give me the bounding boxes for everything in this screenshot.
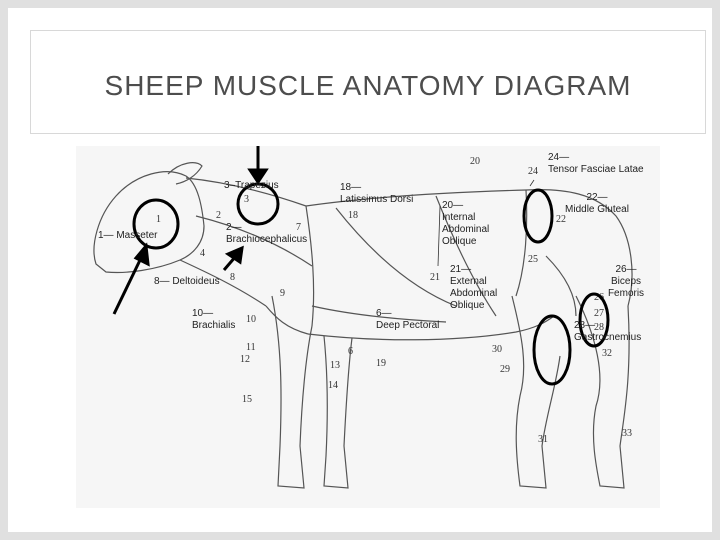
front-leg-inner	[323, 335, 353, 489]
label-trapezius: 3–Trapezius	[224, 180, 279, 191]
figure-number: 19	[376, 358, 386, 369]
highlight-circle-masseter	[132, 198, 180, 250]
figure-number: 33	[622, 428, 632, 439]
muscle-line	[311, 305, 447, 323]
chest-outline	[265, 305, 309, 335]
figure-number: 6	[348, 346, 353, 357]
page-title: SHEEP MUSCLE ANATOMY DIAGRAM	[104, 70, 632, 101]
figure-number: 24	[528, 166, 538, 177]
figure-number: 12	[240, 354, 250, 365]
anatomy-figure: 1 2 3 4 6 7 8 9 10 11 12 13 14 15 18 19 …	[76, 146, 660, 508]
highlight-circle-biceps	[578, 292, 610, 348]
title-band: SHEEP MUSCLE ANATOMY DIAGRAM	[30, 30, 706, 134]
label-biceps-femoris: 26— Biceps Femoris	[607, 264, 645, 299]
muscle-line	[335, 207, 457, 307]
label-external-abdominal-oblique: 21— External Abdominal Oblique	[450, 264, 498, 311]
figure-number: 27	[594, 308, 604, 319]
muscle-line	[195, 215, 313, 267]
back-outline	[305, 189, 633, 307]
label-brachiocephalicus: 2— Brachiocephalicus	[226, 222, 308, 245]
figure-number: 11	[246, 342, 256, 353]
figure-number: 29	[500, 364, 510, 375]
figure-number: 9	[280, 288, 285, 299]
head-outline	[93, 171, 205, 274]
label-brachialis: 10— Brachialis	[192, 308, 236, 331]
label-gastrocnemius: 28— Gastrocnemius	[574, 320, 642, 343]
highlight-circle-gastrocnemius	[532, 314, 572, 386]
figure-number: 1	[156, 214, 161, 225]
hind-leg-outline	[511, 295, 561, 489]
muscle-line	[545, 255, 577, 317]
figure-number: 25	[528, 254, 538, 265]
figure-number: 20	[470, 156, 480, 167]
leader-line	[437, 205, 441, 267]
label-deep-pectoral: 6— Deep Pectoral	[376, 308, 440, 331]
figure-number: 14	[328, 380, 338, 391]
figure-number: 32	[602, 348, 612, 359]
figure-number: 7	[296, 222, 301, 233]
figure-number: 31	[538, 434, 548, 445]
sheep-drawing: 1 2 3 4 6 7 8 9 10 11 12 13 14 15 18 19 …	[93, 146, 633, 489]
hind-leg-rear	[575, 295, 630, 489]
ear-outline	[167, 162, 203, 185]
figure-number: 3	[244, 194, 249, 205]
label-middle-gluteal: 22— Middle Gluteal	[565, 192, 629, 215]
label-latissimus-dorsi: 18— Latissimus Dorsi	[340, 182, 414, 205]
arrow-head	[224, 245, 244, 265]
figure-number: 22	[556, 214, 566, 225]
label-tensor-fasciae-latae: 24— Tensor Fasciae Latae	[548, 152, 644, 175]
slide: SHEEP MUSCLE ANATOMY DIAGRAM	[8, 8, 712, 532]
figure-number: 18	[348, 210, 358, 221]
figure-number: 15	[242, 394, 252, 405]
arrow-head	[247, 168, 269, 185]
muscle-line	[435, 195, 497, 317]
muscle-line	[305, 205, 315, 327]
figure-number: 10	[246, 314, 256, 325]
label-internal-abdominal-oblique: 20— Internal Abdominal Oblique	[442, 200, 490, 247]
figure-number: 8	[230, 272, 235, 283]
figure-number: 28	[594, 322, 604, 333]
figure-number: 4	[200, 248, 205, 259]
figure-number: 30	[492, 344, 502, 355]
front-leg-outline	[271, 295, 313, 489]
figure-number: 2	[216, 210, 221, 221]
label-masseter: 1— Masseter	[98, 230, 158, 241]
figure-number: 21	[430, 272, 440, 283]
figure-number: 13	[330, 360, 340, 371]
arrow-head	[133, 242, 150, 267]
label-deltoideus: 8— Deltoideus	[154, 276, 220, 287]
arrow-masseter	[112, 255, 144, 315]
leader-line	[529, 179, 535, 187]
highlight-circle-gluteal	[522, 188, 554, 244]
